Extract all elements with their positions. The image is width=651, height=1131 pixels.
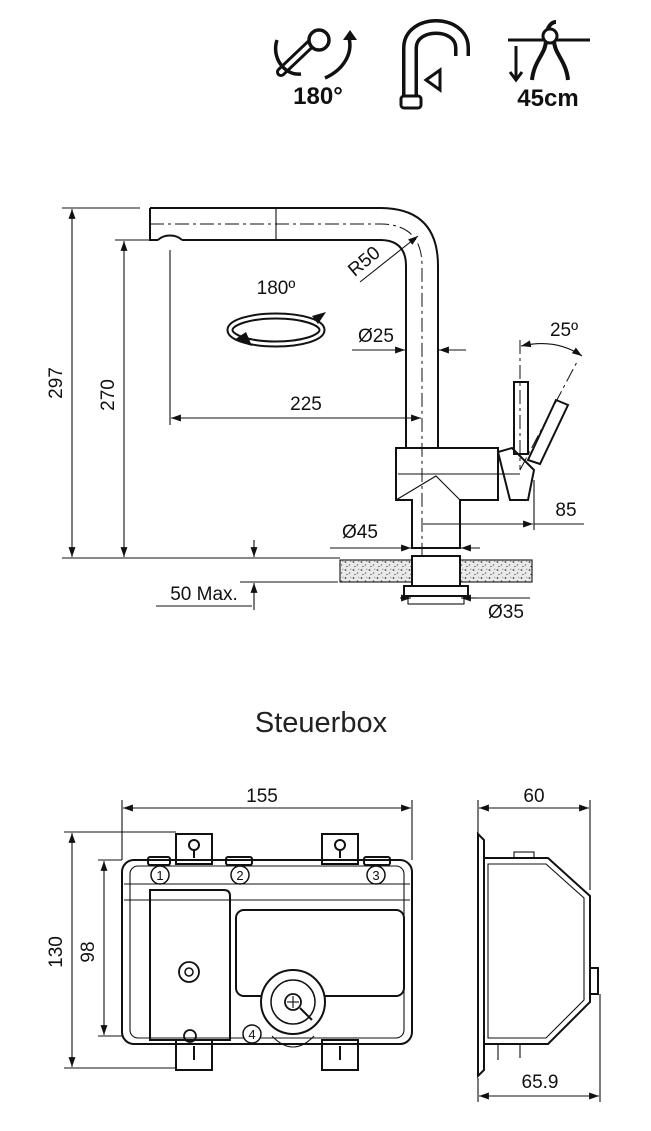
port-2-label: 2 bbox=[236, 868, 243, 883]
steuerbox-front-view: 155 130 98 bbox=[46, 786, 413, 1071]
dim-base-diameter: Ø45 bbox=[342, 522, 378, 543]
rotation-arrow-icon bbox=[226, 312, 326, 348]
mounting-tab-top-right bbox=[321, 833, 359, 865]
port-1-badge: 1 bbox=[150, 865, 170, 885]
pull-out-45cm-icon: 45cm bbox=[508, 20, 590, 112]
mounting-tab-top-left bbox=[175, 833, 213, 865]
dim-radius: R50 bbox=[344, 243, 384, 281]
faucet-drawing: 297 270 225 R50 180º Ø25 25º 85 bbox=[46, 207, 584, 623]
dim-height-total: 297 bbox=[46, 367, 67, 399]
dim-rotation: 180º bbox=[257, 278, 296, 299]
mounting-tab-bottom-right bbox=[321, 1039, 359, 1071]
dim-tube-diameter: Ø25 bbox=[358, 326, 394, 347]
rotation-180-icon: 180° bbox=[273, 28, 357, 110]
pull-out-icon-label: 45cm bbox=[517, 85, 578, 112]
port-1-label: 1 bbox=[156, 868, 163, 883]
port-4-label: 4 bbox=[248, 1027, 255, 1042]
port-2-badge: 2 bbox=[230, 865, 250, 885]
port-4-badge: 4 bbox=[242, 1024, 262, 1044]
dim-box-depth: 60 bbox=[523, 786, 544, 807]
dim-lever-depth: 85 bbox=[555, 500, 576, 521]
rotation-icon-label: 180° bbox=[293, 83, 343, 110]
dim-max-thickness: 50 Max. bbox=[170, 584, 238, 605]
dim-height-outlet: 270 bbox=[98, 379, 119, 411]
port-3-badge: 3 bbox=[366, 865, 386, 885]
dim-hole-diameter: Ø35 bbox=[488, 602, 524, 623]
dim-box-depth-total: 65.9 bbox=[522, 1072, 559, 1093]
dim-reach: 225 bbox=[290, 394, 322, 415]
dim-box-height-outer: 130 bbox=[46, 936, 67, 968]
dim-box-width: 155 bbox=[246, 786, 278, 807]
spout-icon bbox=[399, 19, 470, 110]
steuerbox-side-view: 60 65.9 bbox=[477, 786, 601, 1102]
section-title: Steuerbox bbox=[255, 707, 388, 739]
port-3-label: 3 bbox=[372, 868, 379, 883]
dim-box-height-inner: 98 bbox=[78, 941, 99, 962]
dim-lever-angle: 25º bbox=[550, 320, 578, 341]
